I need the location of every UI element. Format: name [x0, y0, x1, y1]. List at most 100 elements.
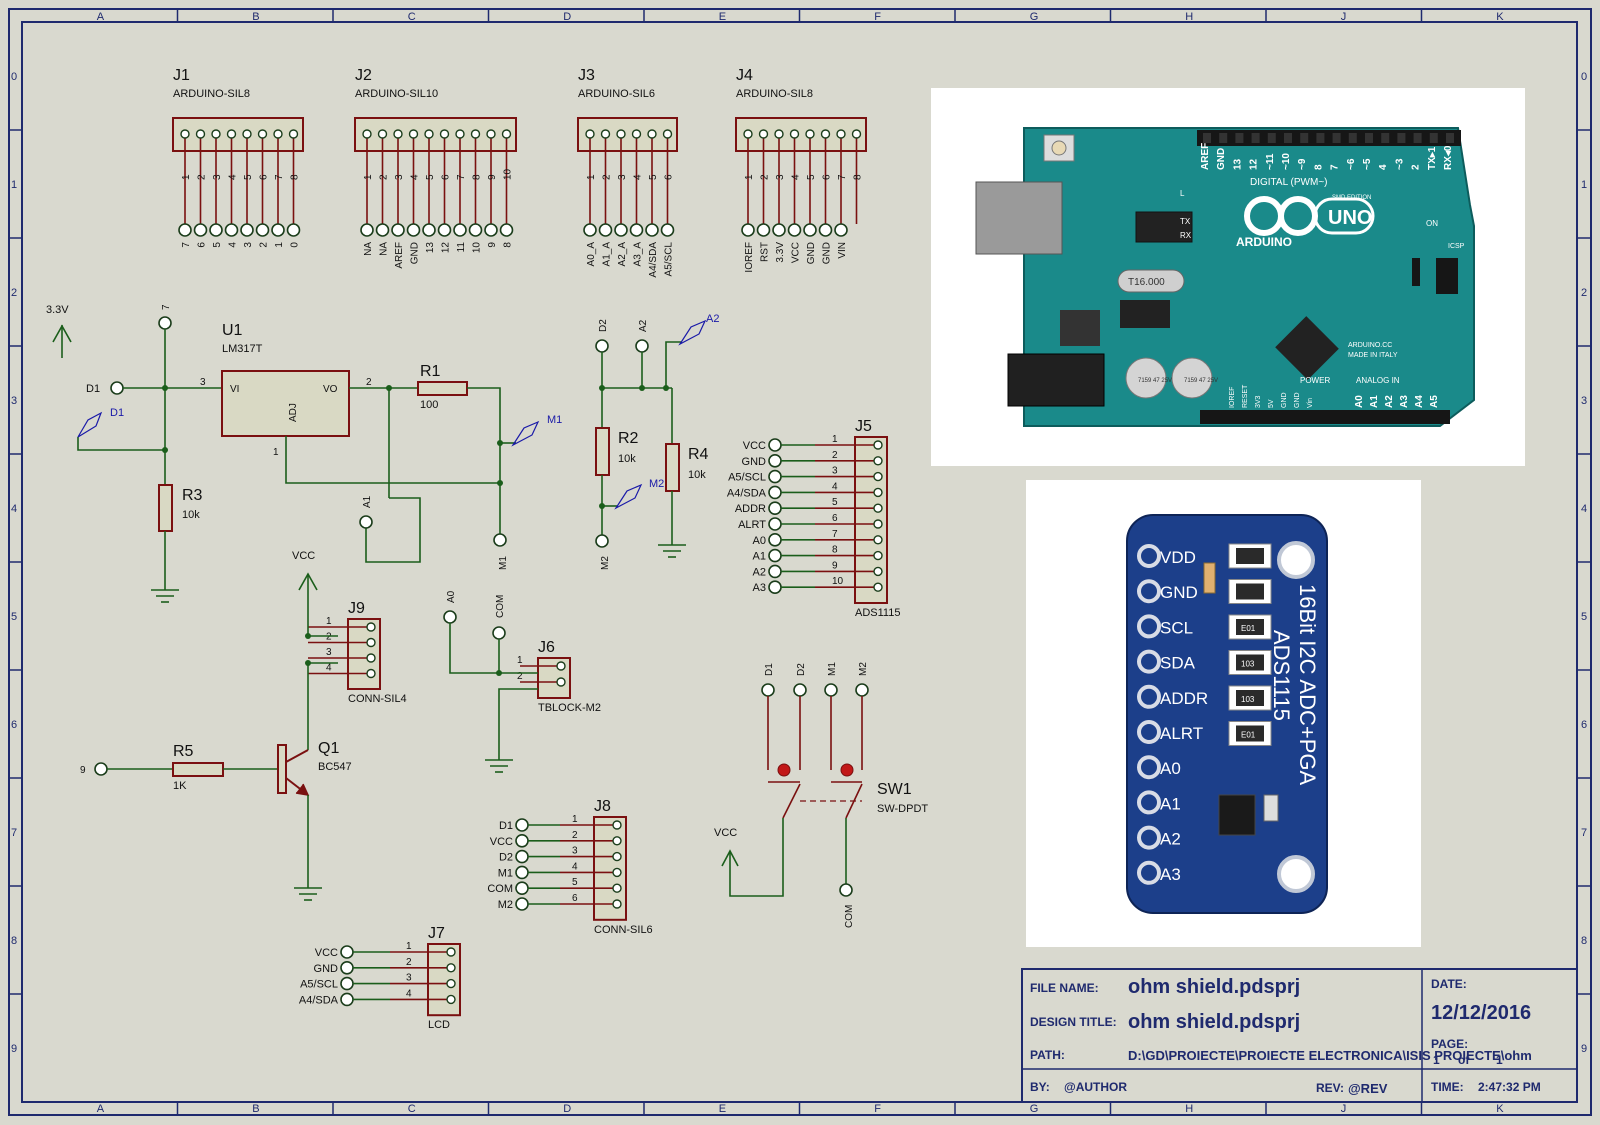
ads-pin-hole	[1137, 720, 1161, 744]
header-terminal[interactable]	[787, 223, 802, 237]
header-terminal[interactable]	[406, 223, 421, 237]
header-terminal[interactable]	[756, 223, 771, 237]
header-terminal[interactable]	[645, 223, 659, 237]
header-terminal[interactable]	[437, 223, 452, 237]
header-terminal[interactable]	[240, 223, 254, 237]
header-terminal[interactable]	[391, 223, 405, 237]
terminal-com-label: COM	[495, 595, 506, 618]
transistor-section: VCC 9 R5 1K Q1 BC547	[80, 550, 352, 901]
header-terminal[interactable]	[271, 223, 285, 237]
header-terminal[interactable]	[484, 223, 498, 237]
connector-terminal[interactable]	[768, 469, 782, 484]
connector-terminal[interactable]	[340, 992, 354, 1007]
terminal-d2[interactable]	[595, 339, 609, 353]
connector-terminal[interactable]	[340, 976, 354, 991]
header-terminal[interactable]	[499, 223, 514, 237]
connector-terminal[interactable]	[340, 945, 354, 959]
header-terminal[interactable]	[422, 223, 436, 237]
header-terminal[interactable]	[803, 223, 817, 237]
header-terminal[interactable]	[660, 223, 675, 237]
connector-terminal[interactable]	[515, 818, 529, 832]
tb-rev-value: @REV	[1348, 1081, 1388, 1096]
header-terminal[interactable]	[583, 223, 597, 237]
header-terminal[interactable]	[209, 223, 223, 237]
connector-terminal[interactable]	[768, 548, 782, 563]
grid-col-top: C	[408, 11, 416, 23]
connector-terminal[interactable]	[768, 501, 782, 516]
header-net-label: VCC	[791, 242, 802, 263]
connector-terminal[interactable]	[768, 532, 782, 547]
connector-terminal[interactable]	[768, 517, 782, 531]
sw-terminal-d1[interactable]	[761, 683, 775, 697]
terminal-m1[interactable]	[493, 533, 507, 547]
sw-terminal-m2[interactable]	[855, 683, 869, 697]
terminal-a2[interactable]	[635, 339, 649, 353]
connector-terminal[interactable]	[768, 580, 782, 595]
header-pin-number: 9	[487, 174, 498, 180]
uno-power-pin: RESET	[1242, 384, 1249, 408]
terminal-7[interactable]	[158, 316, 172, 330]
connector-net-label: A5/SCL	[300, 979, 338, 991]
r1-value: 100	[420, 399, 438, 411]
connector-terminal[interactable]	[340, 960, 354, 975]
grid-col-top: K	[1496, 11, 1504, 23]
header-terminal[interactable]	[193, 223, 208, 237]
terminal-com[interactable]	[492, 626, 506, 640]
header-terminal[interactable]	[375, 223, 390, 237]
connector-terminal[interactable]	[768, 485, 782, 500]
connector-net-label: A4/SDA	[727, 487, 767, 499]
sw-terminal-m1[interactable]	[824, 683, 838, 697]
sw-terminal-d2[interactable]	[793, 683, 807, 697]
header-terminal[interactable]	[286, 223, 301, 237]
q1-ref: Q1	[318, 740, 339, 757]
uno-edition: SMD EDITION	[1332, 195, 1371, 201]
r4-value: 10k	[688, 469, 706, 481]
grid-col-top: D	[563, 11, 571, 23]
header-terminal[interactable]	[453, 223, 467, 237]
connector-terminal[interactable]	[515, 865, 529, 880]
connector-pin-number: 6	[572, 893, 578, 904]
header-terminal[interactable]	[178, 223, 192, 237]
terminal-a1[interactable]	[359, 515, 373, 529]
connector-terminal[interactable]	[768, 453, 782, 468]
header-terminal[interactable]	[629, 223, 644, 237]
header-terminal[interactable]	[360, 223, 374, 237]
header-terminal[interactable]	[598, 223, 613, 237]
connector-pin-number: 2	[832, 450, 838, 461]
connector-terminal[interactable]	[515, 897, 529, 911]
header-net-label: 1	[274, 242, 285, 248]
probe-a2: A2	[706, 313, 719, 325]
header-terminal[interactable]	[818, 223, 833, 237]
header-terminal[interactable]	[741, 223, 755, 237]
header-terminal[interactable]	[834, 223, 848, 237]
connector-terminal[interactable]	[768, 564, 782, 579]
u1-vo: VO	[323, 384, 338, 395]
header-pin	[288, 129, 299, 139]
header-terminal[interactable]	[772, 223, 786, 237]
terminal-d1[interactable]	[110, 381, 124, 395]
connector-terminal[interactable]	[515, 881, 529, 896]
ads-pin-hole	[1137, 825, 1161, 850]
header-net-label: 6	[197, 242, 208, 248]
terminal-m2[interactable]	[595, 534, 609, 548]
ads-pin-label: A1	[1160, 794, 1181, 813]
ads-smd-code: 103	[1241, 695, 1255, 704]
header-terminal[interactable]	[255, 223, 270, 237]
r2-ref: R2	[618, 430, 639, 447]
connector-pin-number: 2	[517, 671, 523, 682]
connector-pin	[612, 851, 622, 862]
connector-terminal[interactable]	[768, 438, 782, 452]
grid-col-bottom: H	[1185, 1103, 1193, 1115]
header-terminal[interactable]	[468, 223, 483, 237]
connector-pin	[366, 637, 376, 648]
connector-terminal[interactable]	[515, 849, 529, 864]
ads-pin-hole	[1137, 579, 1161, 604]
connector-terminal[interactable]	[515, 833, 529, 848]
header-terminal[interactable]	[614, 223, 628, 237]
uno-digital-pin: ~11	[1265, 153, 1276, 170]
terminal-a0[interactable]	[443, 610, 457, 624]
sw-terminal-com[interactable]	[839, 883, 853, 897]
header-pin	[789, 129, 800, 139]
terminal-9[interactable]	[94, 762, 108, 776]
header-terminal[interactable]	[224, 223, 239, 237]
